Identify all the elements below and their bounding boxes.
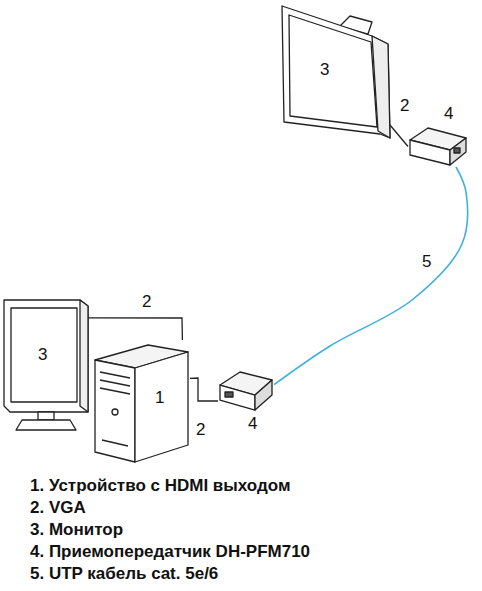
transceiver-side	[450, 138, 466, 165]
callout-number: 2	[398, 96, 411, 116]
pc-side	[135, 352, 188, 462]
key-line: 2. VGA	[30, 498, 86, 518]
callout-number: 4	[248, 414, 257, 434]
drive-bay	[100, 372, 130, 378]
callout-number: 2	[194, 420, 207, 440]
device: 3	[4, 300, 88, 412]
power-button	[112, 409, 118, 415]
cable	[274, 167, 468, 385]
key-line: 1. Устройство с HDMI выходом	[30, 476, 291, 496]
monitor-screen	[289, 15, 377, 127]
vga-port	[225, 392, 233, 397]
monitor-screen	[11, 308, 77, 402]
drive-bay	[100, 388, 130, 394]
transceiver-side	[255, 380, 272, 410]
callout-number: 3	[38, 345, 47, 365]
drive-bay	[100, 380, 130, 386]
key-line: 3. Монитор	[30, 520, 123, 540]
device: 4	[408, 126, 468, 167]
callout-number: 1	[155, 388, 164, 408]
callout-number: 4	[444, 104, 453, 124]
callout-number: 3	[320, 60, 329, 80]
callout-number: 5	[420, 252, 433, 272]
rj45-port	[454, 148, 460, 153]
monitor-neck	[38, 412, 54, 420]
device: 1	[95, 340, 190, 464]
monitor-frame	[4, 300, 88, 412]
front-panel-line	[102, 440, 128, 446]
monitor-frame	[282, 6, 390, 138]
transceiver-front	[220, 385, 255, 410]
pc-front	[95, 360, 135, 462]
transceiver-front	[410, 140, 450, 165]
key-line: 5. UTP кабель cat. 5e/6	[30, 564, 218, 584]
cable	[390, 125, 408, 147]
device: 4	[218, 368, 274, 412]
monitor-side	[80, 300, 88, 412]
key-line: 4. Приемопередатчик DH-PFM710	[30, 542, 310, 562]
monitor-side	[372, 36, 390, 138]
cable	[88, 318, 182, 340]
device: 3	[282, 8, 390, 138]
cable	[190, 378, 218, 401]
monitor-base	[16, 420, 76, 430]
callout-number: 2	[140, 292, 153, 312]
